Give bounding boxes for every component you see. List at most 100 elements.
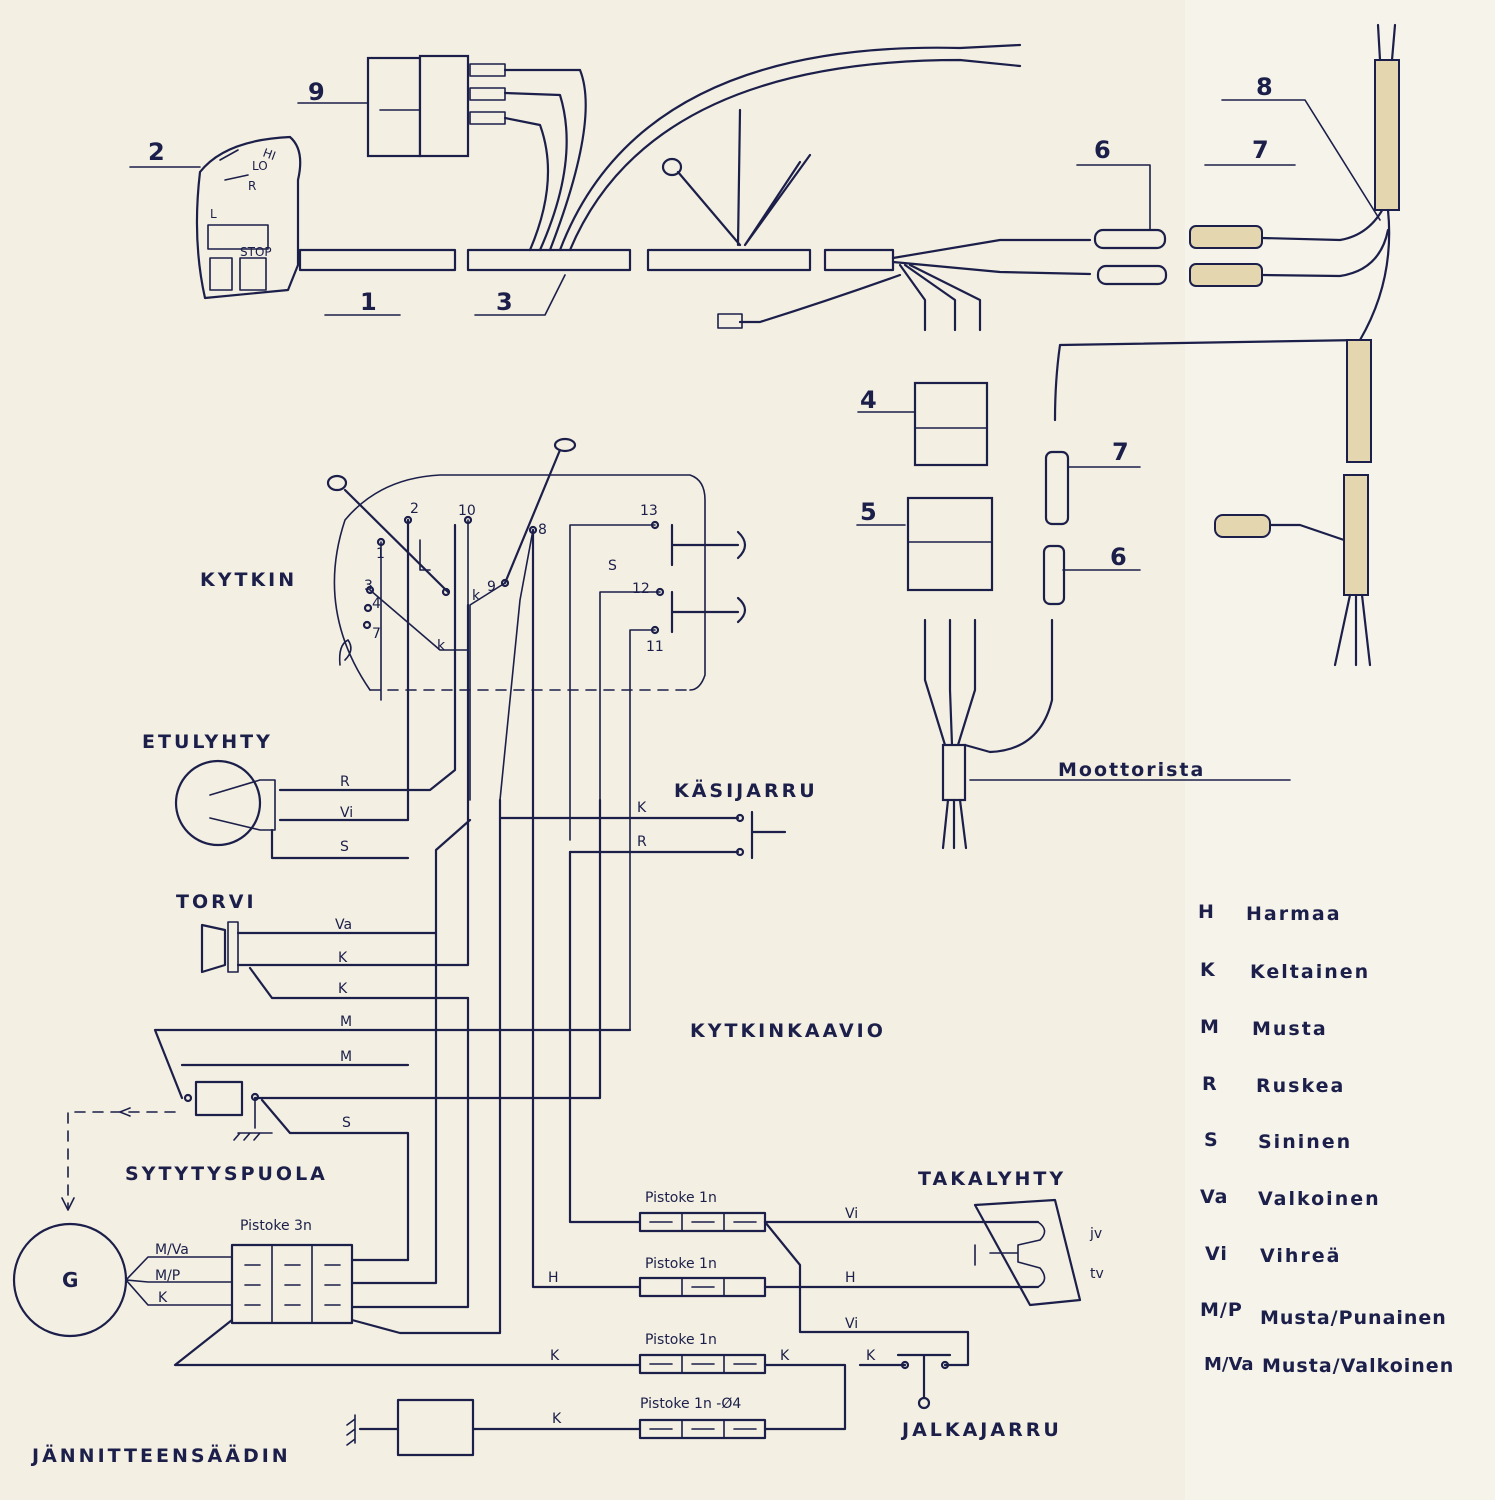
switch-mark-stop: STOP — [240, 245, 272, 259]
connector-3n-label: Pistoke 3n — [240, 1218, 312, 1234]
legend-code: R — [1202, 1073, 1218, 1095]
connector-1n-o4 — [638, 1418, 767, 1440]
etulyhty-label: ETULYHTY — [142, 731, 273, 753]
wire-label-k-reg: K — [552, 1411, 562, 1427]
coil-wire-s — [260, 1098, 410, 1262]
callout-3: 3 — [496, 288, 513, 316]
callout-5: 5 — [860, 498, 877, 526]
wire-label-m-p: M/P — [155, 1268, 180, 1284]
rear-harness-8 — [1374, 59, 1400, 211]
breakout-wire — [891, 260, 1092, 276]
coil-ground — [233, 1099, 273, 1141]
legend-name: Ruskea — [1256, 1075, 1345, 1097]
wire-label-tv: tv — [1090, 1266, 1104, 1282]
branch-wire — [503, 68, 587, 252]
generator-label: G — [62, 1268, 78, 1292]
ignition-coil — [194, 1080, 244, 1117]
rear-plug — [1214, 514, 1271, 538]
kytkin-label: KYTKIN — [200, 569, 297, 591]
socket-6 — [1096, 264, 1168, 286]
wire-label-m-2: M — [340, 1049, 352, 1065]
headlight-wires — [270, 518, 457, 860]
legend-name: Musta/Punainen — [1260, 1307, 1447, 1329]
wire-label-vi-tail: Vi — [845, 1206, 858, 1222]
legend-name: Musta — [1252, 1018, 1328, 1040]
wire-label-m-va: M/Va — [155, 1242, 189, 1258]
harness-segment-mid — [646, 248, 812, 272]
terminal-12: 12 — [632, 581, 650, 597]
harness-segment-1 — [298, 248, 457, 272]
terminal-9: 9 — [487, 579, 496, 595]
legend-code: S — [1204, 1129, 1219, 1151]
legend-name: Vihreä — [1260, 1245, 1342, 1267]
connector-3n-wires — [173, 798, 642, 1367]
terminal-7: 7 — [372, 626, 381, 642]
rear-harness-sleeve — [1343, 474, 1369, 596]
breakout-wire — [738, 273, 902, 324]
connector-1n-label: Pistoke 1n — [645, 1256, 717, 1272]
legend-code: M/P — [1200, 1299, 1243, 1321]
schematic: 2 10 8 1 3 4 7 9 13 12 11 S k k R Vi S V… — [12, 437, 1104, 1467]
handbrake-switch — [750, 810, 787, 860]
connector-1n-label: Pistoke 1n — [645, 1190, 717, 1206]
wire-label-vi-brake: Vi — [845, 1316, 858, 1332]
wire-label-s-headlight: S — [340, 839, 349, 855]
legend-code: M — [1200, 1016, 1220, 1038]
wire-label-h-left: H — [548, 1270, 559, 1286]
connector-1n — [638, 1211, 767, 1233]
takalyhty-label: TAKALYHTY — [918, 1168, 1066, 1190]
headlight-bulb — [209, 779, 276, 831]
legend-code: K — [1200, 959, 1216, 981]
terminal-8: 8 — [538, 522, 547, 538]
engine-sleeve — [941, 743, 967, 802]
breakout-wire — [908, 263, 982, 332]
rear-harness-ends — [1376, 23, 1397, 62]
wire-label-k-hb: K — [637, 800, 647, 816]
connector-1n — [638, 1353, 767, 1375]
jannitteensaadin-label: JÄNNITTEENSÄÄDIN — [30, 1443, 291, 1467]
connector-1n-o4-label: Pistoke 1n -Ø4 — [640, 1396, 741, 1412]
rear-light-wires — [531, 528, 1040, 1431]
wire-label-m-1: M — [340, 1014, 352, 1030]
callout-2: 2 — [148, 138, 165, 166]
wire-label-k-lower: k — [437, 638, 446, 654]
harness-illustration: HI LO R L STOP — [129, 23, 1400, 850]
plug-7-lower — [1044, 450, 1070, 526]
wire-label-k-bus: K — [550, 1348, 560, 1364]
branch-wire — [558, 43, 1022, 252]
socket-6 — [1093, 228, 1167, 250]
terminal-2: 2 — [410, 501, 419, 517]
branch-wire — [503, 116, 550, 252]
wire-label-k-bus-2: K — [780, 1348, 790, 1364]
branch-wire — [503, 91, 568, 252]
terminal-10: 10 — [458, 503, 476, 519]
legend-code: M/Va — [1204, 1354, 1254, 1375]
rear-wire-ends — [1333, 593, 1372, 667]
spring-symbol — [338, 639, 352, 666]
horn-wires — [236, 603, 472, 1000]
kytkinkaavio-title: KYTKINKAAVIO — [690, 1020, 886, 1042]
headlight — [174, 759, 262, 847]
harness-segment-end — [823, 248, 895, 272]
switch-housing — [333, 474, 706, 691]
ground-branch — [676, 108, 812, 247]
wire-label-s-coil: S — [342, 1115, 351, 1131]
wire-label-k-brake: K — [866, 1348, 876, 1364]
legend-name: Musta/Valkoinen — [1262, 1355, 1454, 1377]
ground-wires — [153, 798, 632, 1100]
wire-label-h-right: H — [845, 1270, 856, 1286]
breakout-wire — [903, 263, 957, 332]
switch-lever-1 — [343, 488, 450, 594]
callout-4: 4 — [860, 386, 877, 414]
engine-wire-ends — [941, 798, 968, 850]
callout-7-lower: 7 — [1112, 438, 1129, 466]
paper-strip — [1185, 0, 1495, 1500]
pushbutton-12 — [670, 590, 747, 634]
socket-6-lower — [1042, 544, 1066, 606]
legend-code: Vi — [1205, 1243, 1228, 1265]
taillight-bulbs — [974, 1221, 1046, 1288]
pushbutton-13 — [670, 523, 747, 567]
handlebar-switch: HI LO R L STOP — [195, 135, 302, 300]
callout-6-top: 6 — [1094, 136, 1111, 164]
switch-mark-hi: HI — [261, 146, 278, 163]
